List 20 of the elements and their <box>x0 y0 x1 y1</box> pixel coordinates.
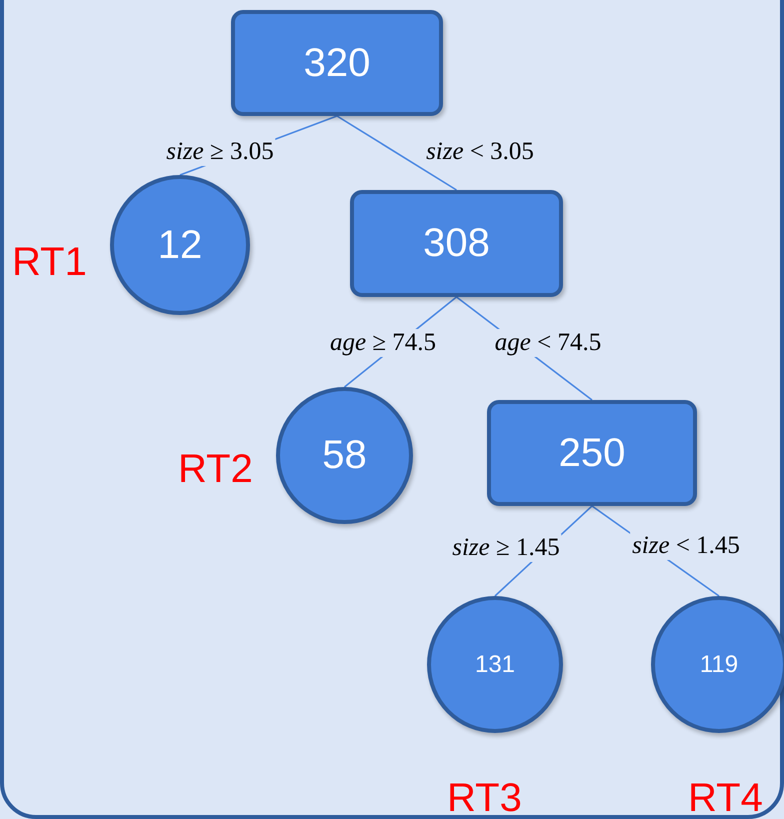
region-label: RT1 <box>12 240 87 285</box>
edge-label: size < 1.45 <box>630 532 742 560</box>
edge-label: age ≥ 74.5 <box>328 329 438 357</box>
node-count: 58 <box>322 433 367 478</box>
edge-label: size ≥ 3.05 <box>164 138 276 166</box>
tree-branch-line <box>336 115 457 191</box>
region-label: RT4 <box>688 776 763 819</box>
node-count: 131 <box>474 650 516 678</box>
region-label: RT2 <box>178 447 253 492</box>
split-box <box>231 10 443 116</box>
node-count: 250 <box>558 430 626 476</box>
node-count: 12 <box>158 222 202 268</box>
region-label: RT3 <box>447 776 522 819</box>
node-count: 308 <box>423 221 490 266</box>
split-box <box>487 400 697 506</box>
edge-label: size ≥ 1.45 <box>450 534 562 562</box>
edge-label: age < 74.5 <box>492 329 604 357</box>
split-box <box>350 190 563 297</box>
node-count: 320 <box>304 40 370 86</box>
node-count: 119 <box>700 650 738 678</box>
